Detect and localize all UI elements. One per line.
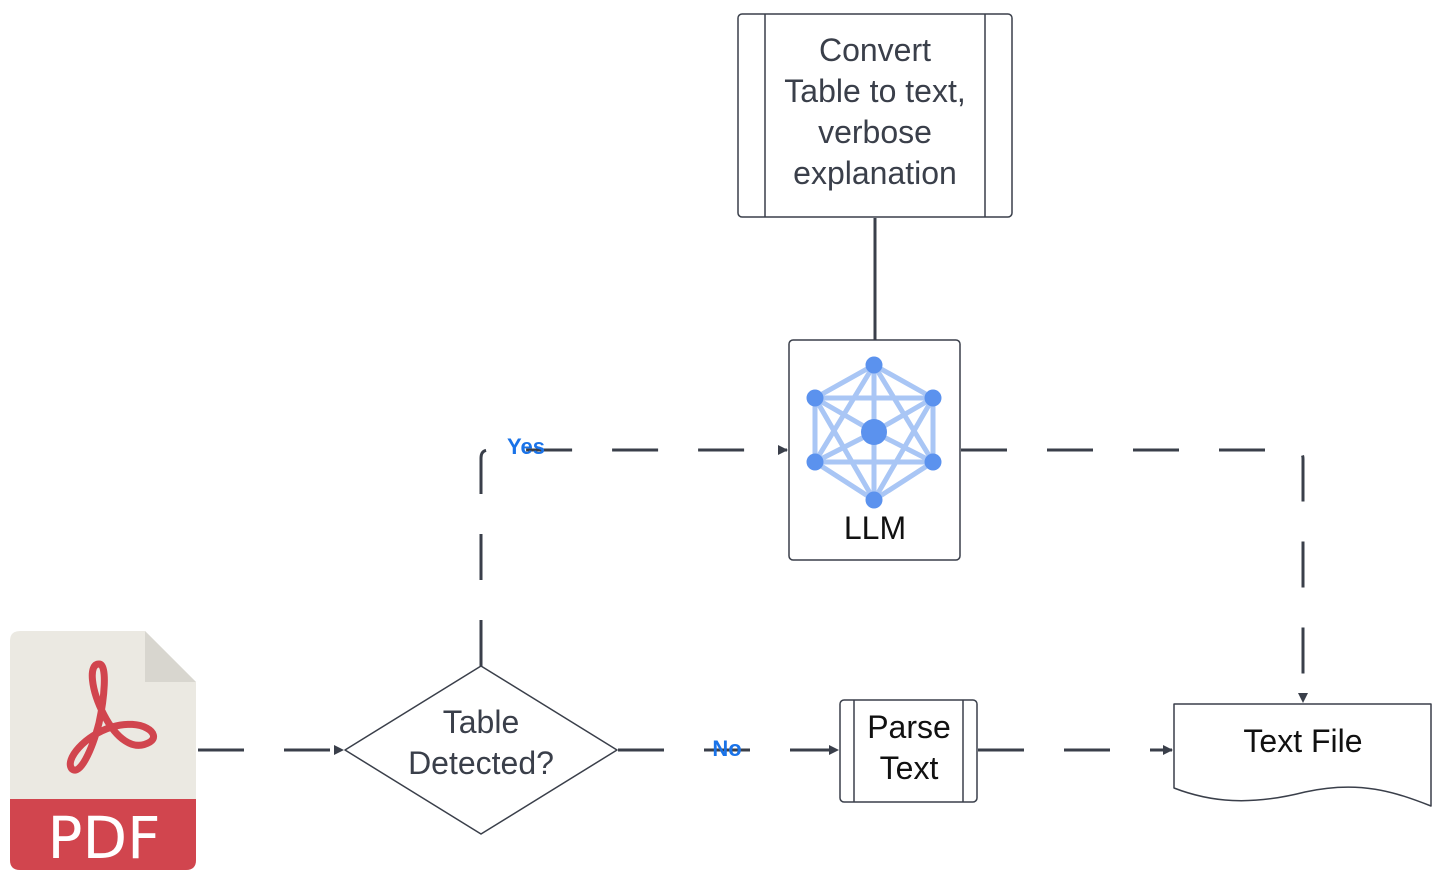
process-parse-text: Parse Text — [839, 699, 978, 803]
edges — [198, 218, 1308, 755]
convert-line-3: verbose — [818, 114, 932, 150]
convert-line-2: Table to text, — [784, 73, 965, 109]
llm-node: LLM — [788, 339, 961, 561]
convert-line-4: explanation — [793, 155, 957, 191]
neural-network-icon — [812, 362, 936, 503]
decision-line-1: Table — [443, 704, 520, 740]
decision-table-detected: Table Detected? — [344, 665, 618, 835]
process-convert-table: Convert Table to text, verbose explanati… — [737, 13, 1013, 218]
edge-label-no: No — [712, 736, 741, 761]
decision-line-2: Detected? — [408, 745, 554, 781]
parse-line-2: Text — [880, 750, 939, 786]
neural-network-nodes — [806, 356, 942, 509]
convert-line-1: Convert — [819, 32, 931, 68]
parse-line-1: Parse — [867, 709, 951, 745]
text-file-label: Text File — [1243, 723, 1362, 759]
pdf-file-icon: PDF — [10, 631, 196, 872]
edge-llm-to-textfile — [961, 448, 1308, 703]
document-text-file: Text File — [1173, 703, 1432, 807]
edge-label-yes: Yes — [507, 434, 545, 459]
edge-decision-to-llm — [479, 445, 788, 666]
llm-label: LLM — [844, 510, 906, 546]
acrobat-logo-icon — [66, 660, 157, 774]
pdf-label: PDF — [48, 804, 161, 872]
